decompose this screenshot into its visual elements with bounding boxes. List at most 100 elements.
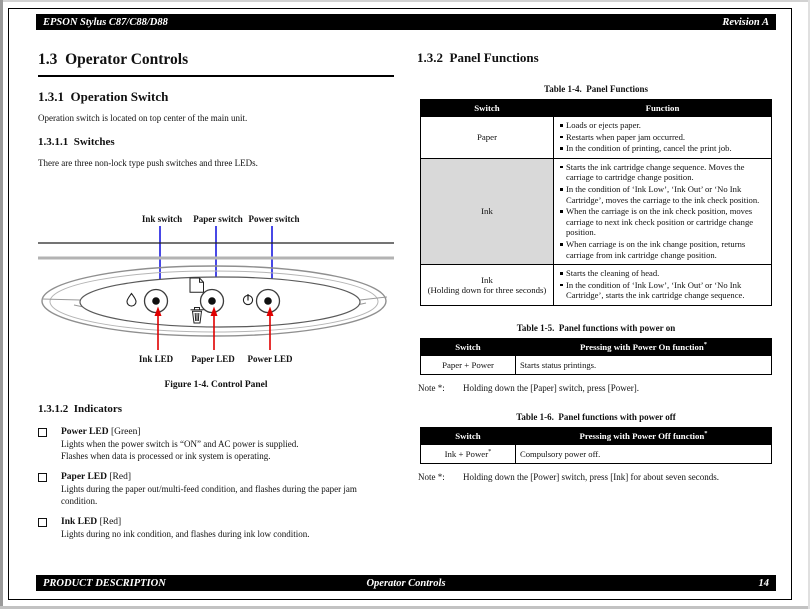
indicator-color-tag: [Green] (110, 427, 141, 437)
function-item: In the condition of ‘Ink Low’, ‘Ink Out’… (557, 184, 768, 205)
table-header-row: Switch Pressing with Power On function* (420, 337, 772, 356)
paper-icon (189, 277, 204, 293)
note-power-on: Note *: Holding down the [Paper] switch,… (418, 383, 775, 394)
indicator-paper-led: Paper LED [Red] Lights during the paper … (38, 471, 378, 507)
function-item: Loads or ejects paper. (557, 120, 768, 131)
indicator-name: Ink LED (61, 517, 98, 527)
indicator-name: Power LED (61, 427, 109, 437)
paper-switch-button (199, 288, 225, 314)
indicator-name: Paper LED (61, 472, 108, 482)
ink-switch-label: Ink switch (142, 214, 182, 224)
table-row: Paper Loads or ejects paper. Restarts wh… (420, 116, 772, 159)
switch-cell-line: (Holding down for three seconds) (427, 285, 547, 296)
power-led-dot (264, 297, 272, 305)
section-title-1-3-2: 1.3.2 Panel Functions (417, 50, 539, 65)
asterisk-sup: * (703, 341, 708, 349)
operation-switch-paragraph: Operation switch is located on top cente… (38, 113, 248, 123)
function-item: Starts the cleaning of head. (557, 268, 768, 279)
ink-led-label: Ink LED (139, 354, 174, 364)
table-1-6-caption: Table 1-6. Panel functions with power of… (516, 411, 676, 422)
indicator-power-led: Power LED [Green] Lights when the power … (38, 426, 378, 462)
table-1-4-caption: Table 1-4. Panel Functions (544, 84, 648, 94)
section-title-1-3-1: 1.3.1 Operation Switch (38, 89, 169, 104)
power-off-functions-table: Switch Pressing with Power Off function*… (420, 426, 772, 464)
table-1-5-caption: Table 1-5. Panel functions with power on (516, 322, 676, 333)
switch-cell-ink-power: Ink + Power* (420, 443, 516, 464)
indicator-color-tag: [Red] (109, 472, 132, 482)
note-label: Note *: (418, 382, 445, 393)
viewer-edge-right (808, 0, 810, 609)
column-header-power-off-function: Pressing with Power Off function* (515, 426, 772, 445)
indicator-line: Lights when the power switch is “ON” and… (61, 439, 299, 449)
indicators-list: Power LED [Green] Lights when the power … (38, 426, 378, 549)
panel-functions-table: Switch Function Paper Loads or ejects pa… (420, 99, 772, 306)
header-bar: EPSON Stylus C87/C88/D88 Revision A (36, 14, 776, 30)
switches-paragraph: There are three non-lock type push switc… (38, 158, 258, 168)
note-label: Note *: (418, 471, 445, 482)
ink-drop-icon (126, 292, 137, 307)
footer-bar: PRODUCT DESCRIPTION Operator Controls 14 (36, 575, 776, 591)
switch-cell-paper: Paper (420, 116, 554, 159)
column-header-switch: Switch (420, 337, 516, 356)
table-row: Ink (Holding down for three seconds) Sta… (420, 264, 772, 306)
ink-led-dot (152, 297, 160, 305)
note-text: Holding down the [Paper] switch, press [… (463, 382, 639, 393)
ink-led-arrow (154, 306, 162, 350)
function-item: In the condition of ‘Ink Low’, ‘Ink Out’… (557, 280, 768, 301)
indicator-color-tag: [Red] (99, 517, 122, 527)
switch-cell-ink-hold: Ink (Holding down for three seconds) (420, 264, 554, 306)
right-column: 1.3.2 Panel Functions Table 1-4. Panel F… (417, 50, 775, 483)
function-item: In the condition of printing, cancel the… (557, 143, 768, 154)
function-cell: Compulsory power off. (515, 443, 772, 464)
switch-cell-line: Ink (481, 275, 493, 286)
asterisk-sup: * (488, 448, 492, 456)
paper-led-arrow (210, 306, 218, 350)
power-icon (242, 294, 254, 306)
footer-section: PRODUCT DESCRIPTION (43, 577, 166, 589)
left-column: 1.3 Operator Controls 1.3.1 Operation Sw… (38, 50, 394, 169)
paper-switch-label: Paper switch (193, 214, 243, 224)
panel-seam-left (41, 298, 81, 301)
column-header-switch: Switch (420, 99, 554, 117)
checkbox-bullet-icon (38, 428, 47, 437)
viewer-edge-top (0, 0, 810, 2)
control-panel-svg: Ink switch Paper switch Power switch (38, 214, 394, 364)
checkbox-bullet-icon (38, 518, 47, 527)
switch-cell-ink: Ink (420, 157, 554, 266)
table-header-row: Switch Pressing with Power Off function* (420, 426, 772, 445)
indicator-line: Flashes when data is processed or ink sy… (61, 451, 271, 461)
table-header-row: Switch Function (420, 99, 772, 117)
column-header-switch: Switch (420, 426, 516, 445)
indicator-line: Lights during no ink condition, and flas… (61, 529, 310, 539)
figure-caption: Figure 1-4. Control Panel (164, 380, 268, 390)
function-list: Starts the cleaning of head. In the cond… (557, 268, 768, 301)
function-item: When the carriage is on the ink check po… (557, 206, 768, 238)
power-switch-button (255, 288, 281, 314)
indicator-title: Paper LED [Red] (61, 471, 378, 483)
indicator-title: Ink LED [Red] (61, 516, 378, 528)
trash-icon (190, 307, 204, 324)
footer-subsection: Operator Controls (366, 577, 446, 589)
column-header-function: Function (553, 99, 772, 117)
header-revision: Revision A (722, 16, 769, 28)
paper-led-dot (208, 297, 216, 305)
function-cell: Starts status printings. (515, 354, 772, 375)
table-row: Paper + Power Starts status printings. (420, 354, 772, 375)
power-led-label: Power LED (247, 354, 293, 364)
switch-cell-paper-power: Paper + Power (420, 354, 516, 375)
checkbox-bullet-icon (38, 473, 47, 482)
indicator-title: Power LED [Green] (61, 426, 378, 438)
indicator-ink-led: Ink LED [Red] Lights during no ink condi… (38, 516, 378, 540)
paper-led-label: Paper LED (191, 354, 235, 364)
function-item: Starts the ink cartridge change sequence… (557, 162, 768, 183)
section-title-1-3-1-1: 1.3.1.1 Switches (38, 136, 115, 148)
function-item: When carriage is on the ink change posit… (557, 239, 768, 260)
panel-seam-right (359, 296, 388, 301)
page-number: 14 (758, 577, 770, 589)
header-title: EPSON Stylus C87/C88/D88 (43, 16, 168, 28)
note-power-off: Note *: Holding down the [Power] switch,… (418, 472, 775, 483)
power-on-functions-table: Switch Pressing with Power On function* … (420, 337, 772, 375)
section-title-1-3-1-2: 1.3.1.2 Indicators (38, 403, 123, 415)
power-switch-label: Power switch (248, 214, 299, 224)
